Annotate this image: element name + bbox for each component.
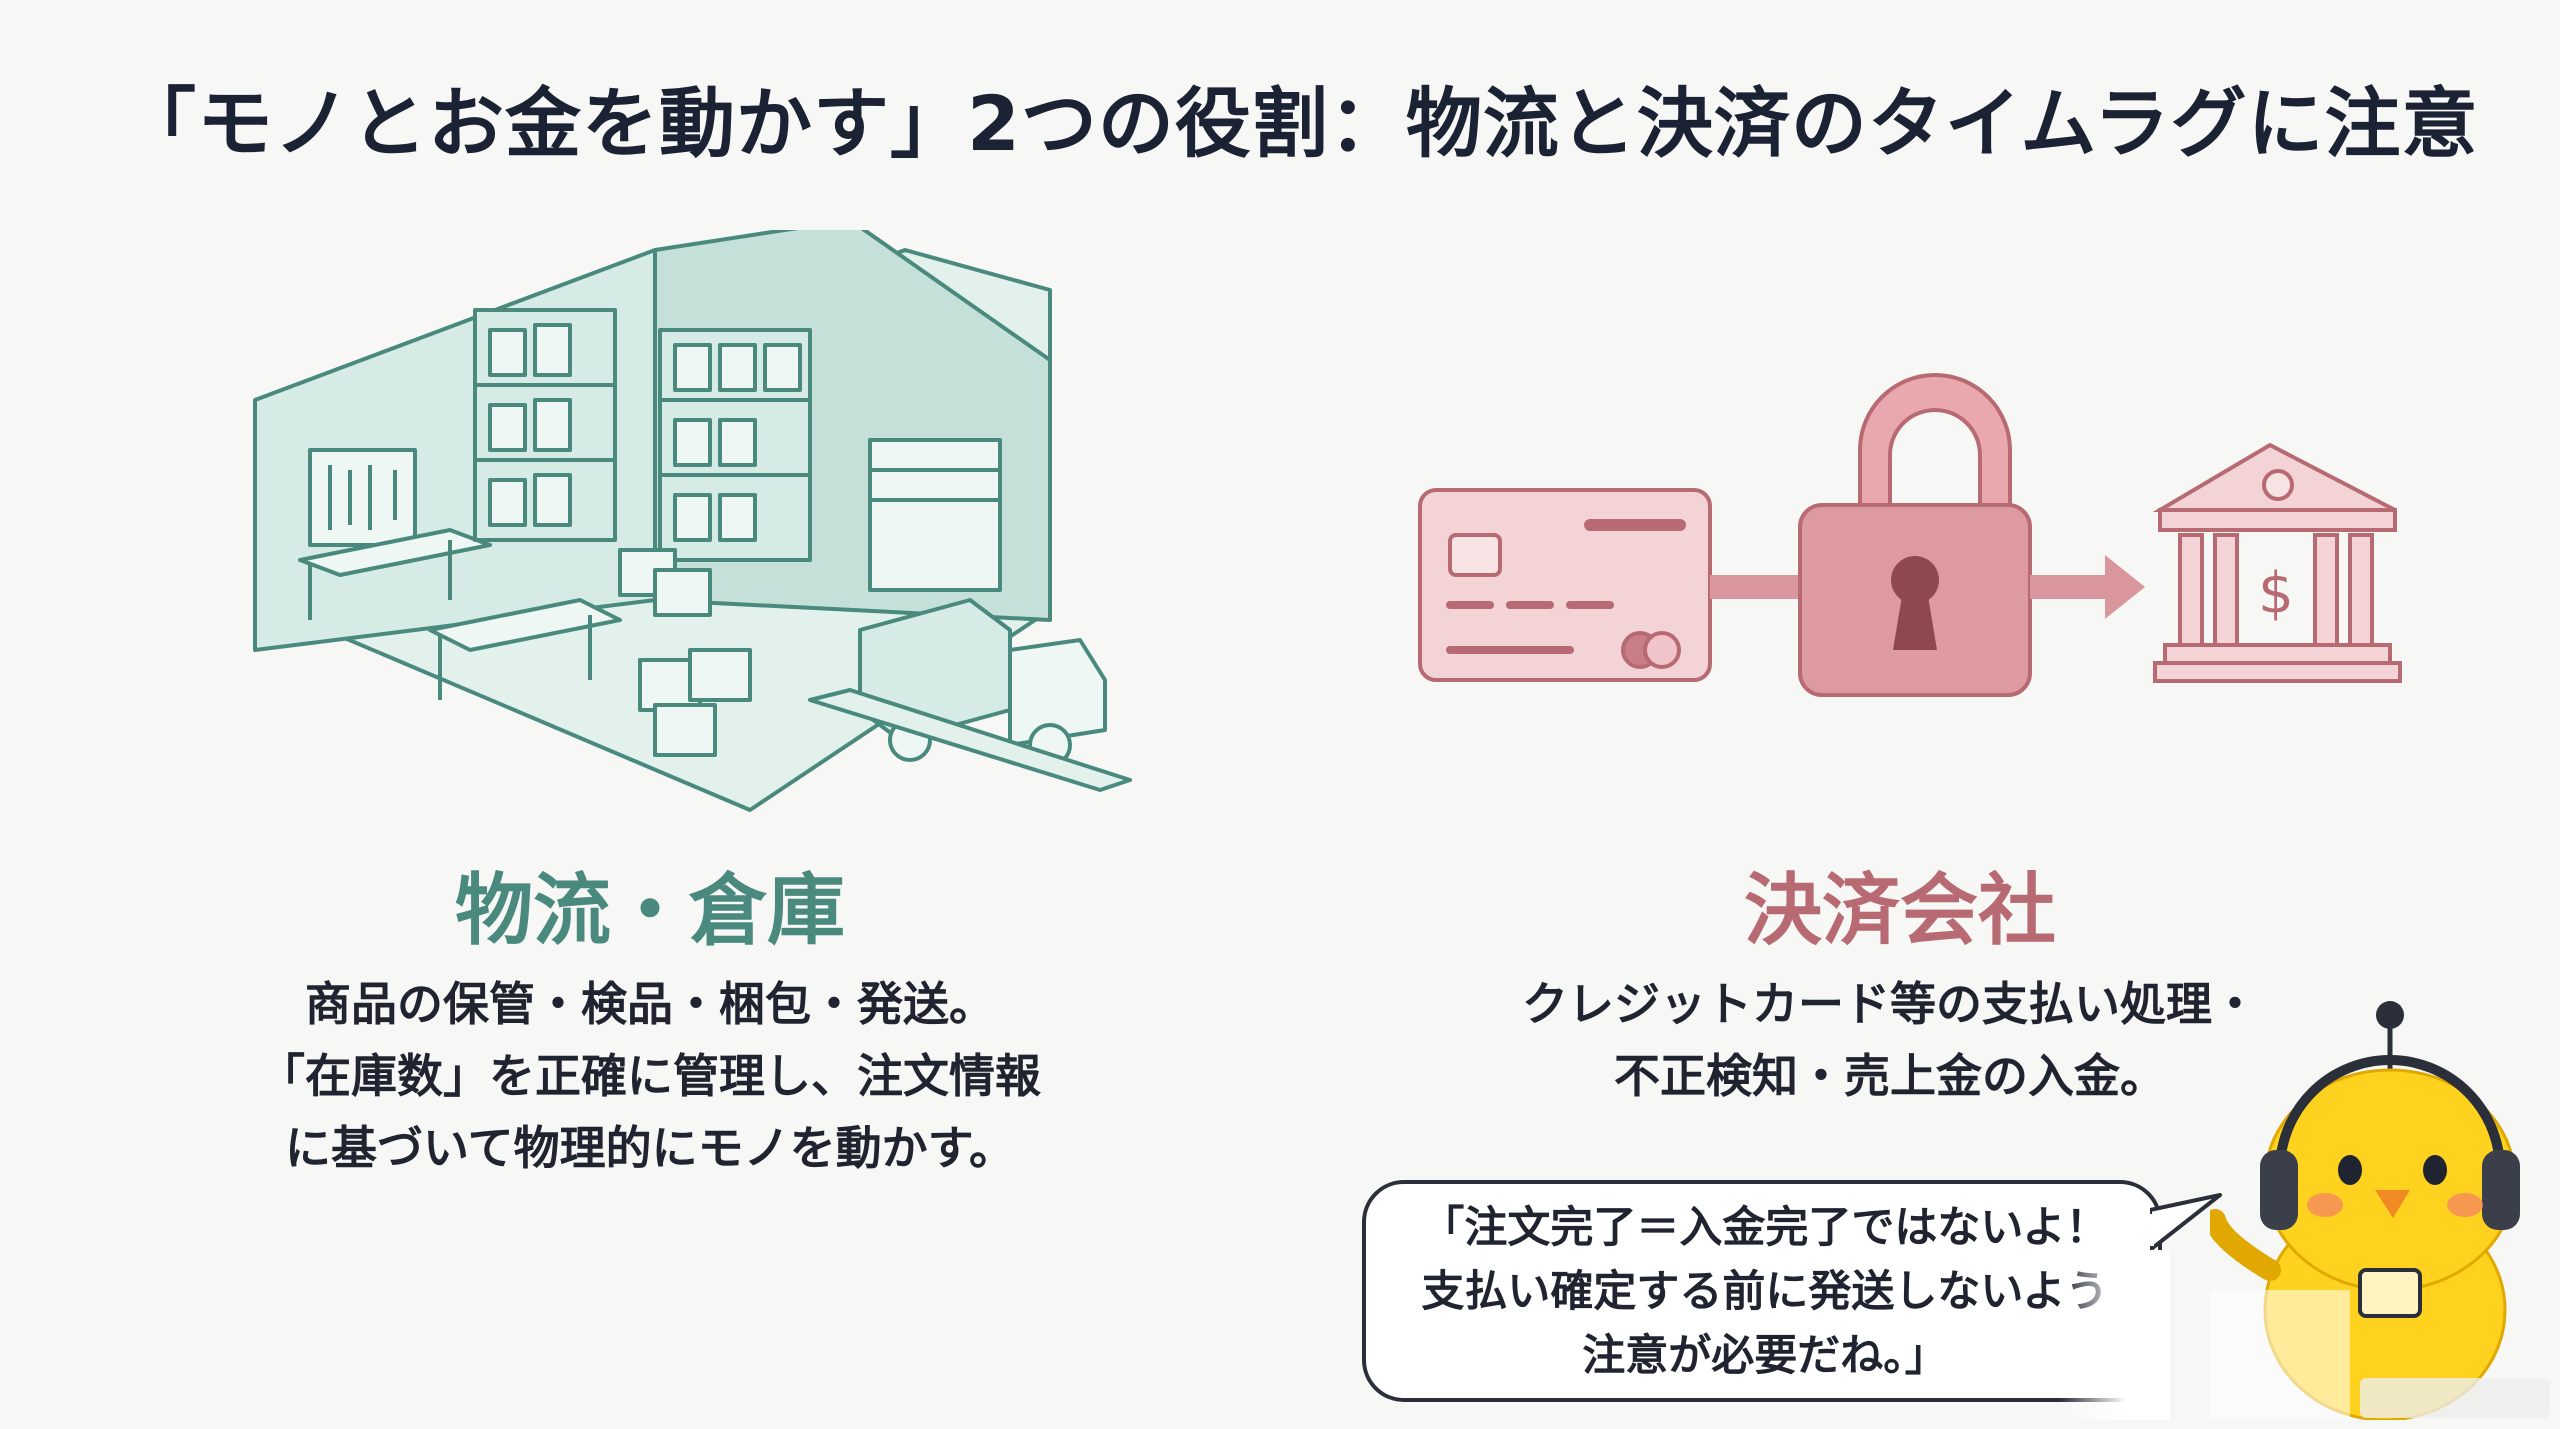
logistics-description: 商品の保管・検品・梱包・発送。 「在庫数」を正確に管理し、注文情報 に基づいて物… [150,968,1150,1184]
logistics-line: に基づいて物理的にモノを動かす。 [284,1121,1016,1175]
bubble-line: 注意が必要だね。」 [1582,1331,1948,1381]
payment-line: 不正検知・売上金の入金。 [1614,1049,2166,1103]
logistics-line: 商品の保管・検品・梱包・発送。 [305,977,995,1031]
bubble-line: 支払い確定する前に発送しないよう [1421,1267,2109,1317]
logistics-heading: 物流・倉庫 [454,866,845,956]
speech-bubble-text: 「注文完了＝入金完了ではないよ！ 支払い確定する前に発送しないよう 注意が必要だ… [1370,1196,2160,1388]
payment-flow-illustration: $ [1418,373,2402,697]
bank-icon: $ [2152,442,2402,683]
svg-text:$: $ [2258,561,2294,626]
payment-heading: 決済会社 [1743,866,2056,956]
credit-card-icon [1418,488,1712,682]
padlock-icon [1798,373,2032,697]
slide-title: 「モノとお金を動かす」2つの役割：物流と決済のタイムラグに注意 [120,79,2479,168]
warehouse-illustration [253,230,1132,812]
logistics-line: 「在庫数」を正確に管理し、注文情報 [259,1049,1041,1103]
payment-line: クレジットカード等の支払い処理・ [1522,977,2258,1031]
bubble-line: 「注文完了＝入金完了ではないよ！ [1421,1203,2109,1253]
payment-description: クレジットカード等の支払い処理・ 不正検知・売上金の入金。 [1390,968,2390,1112]
watermark [2360,1378,2550,1418]
speech-bubble [1362,1180,2162,1402]
speech-bubble-tail [2150,1193,2222,1252]
chick-mascot [2210,1001,2520,1420]
bubble-fade-overlay [2060,1250,2170,1420]
